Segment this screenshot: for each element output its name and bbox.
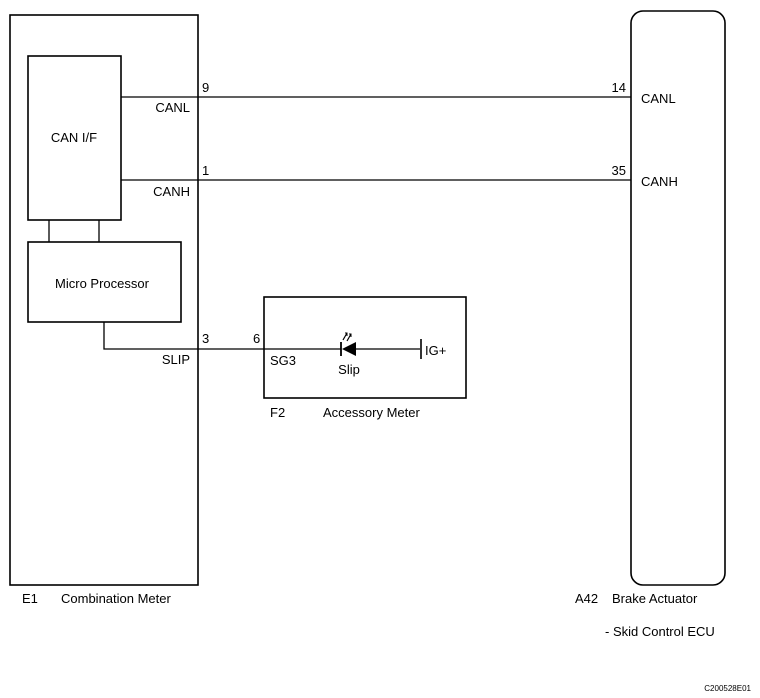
accessory-meter-box — [263, 296, 467, 399]
a42-canh-pin: 35 — [612, 163, 626, 178]
brake-actuator-box — [630, 10, 726, 586]
e1-code: E1 — [22, 591, 38, 606]
e1-canl-pin: 9 — [202, 80, 209, 95]
f2-name: Accessory Meter — [323, 405, 420, 420]
slip-indicator-label: Slip — [338, 362, 360, 377]
f2-pin-name: SG3 — [270, 353, 296, 368]
e1-slip-name: SLIP — [162, 352, 190, 367]
a42-subtitle: - Skid Control ECU — [605, 624, 715, 639]
a42-canl-pin: 14 — [612, 80, 626, 95]
microprocessor-label: Micro Processor — [55, 276, 150, 291]
slip-wire — [103, 322, 341, 350]
f2-code: F2 — [270, 405, 285, 420]
e1-canh-pin: 1 — [202, 163, 209, 178]
e1-slip-pin: 3 — [202, 331, 209, 346]
a42-name: Brake Actuator — [612, 591, 698, 606]
e1-canl-name: CANL — [155, 100, 190, 115]
ig-label: IG+ — [425, 343, 446, 358]
figure-id: C200528E01 — [704, 684, 751, 693]
a42-code: A42 — [575, 591, 598, 606]
can-if-label: CAN I/F — [51, 130, 97, 145]
e1-canh-name: CANH — [153, 184, 190, 199]
a42-canh-name: CANH — [641, 174, 678, 189]
f2-pin-number: 6 — [253, 331, 260, 346]
slip-led-icon — [340, 332, 356, 356]
a42-canl-name: CANL — [641, 91, 676, 106]
combination-meter-box — [9, 14, 199, 586]
e1-name: Combination Meter — [61, 591, 171, 606]
can-if-box — [27, 55, 122, 221]
